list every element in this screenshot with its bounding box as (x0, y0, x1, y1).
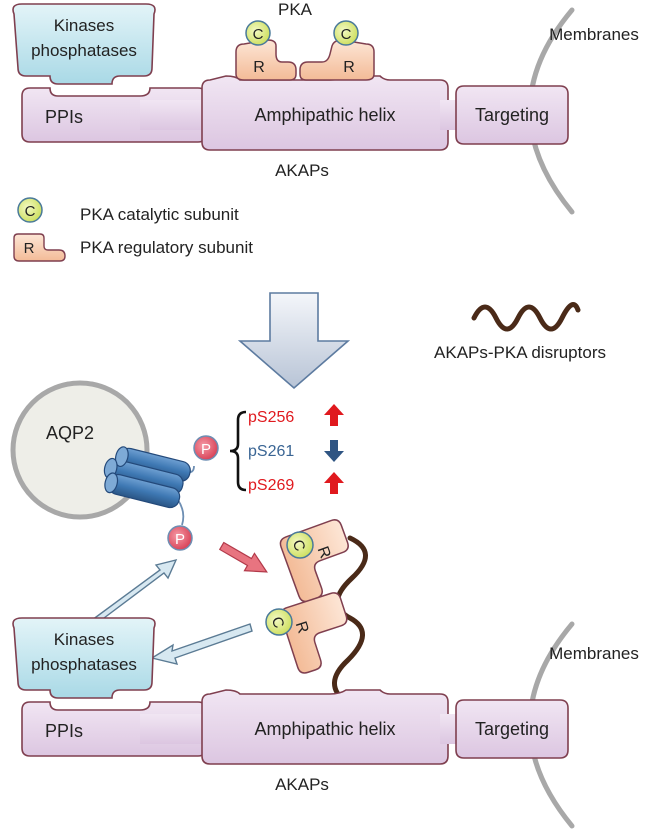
targeting-label-top: Targeting (475, 105, 549, 125)
arrow-down-icon (324, 440, 344, 462)
pka-r-letter-right: R (343, 59, 355, 76)
pka-regulatory-bound-1 (279, 519, 349, 603)
akap-scaffold-bottom (21, 689, 569, 765)
pka-r-bound-letter-1: R (314, 544, 334, 561)
pka-catalytic-right: C (333, 20, 359, 46)
pka-c-letter-right: C (341, 26, 352, 43)
legend-catalytic-text: PKA catalytic subunit (80, 205, 239, 224)
disruptor-wave-legend (471, 302, 581, 332)
membranes-label-top: Membranes (549, 25, 639, 44)
helix-domain-bottom (201, 689, 449, 765)
disruptor-wave-bound (332, 535, 368, 705)
arrow-up-icon (324, 472, 344, 494)
ppis-label-bottom: PPIs (45, 721, 83, 741)
helix-label-top: Amphipathic helix (254, 105, 395, 125)
sites-bracket (229, 410, 247, 492)
pka-c-letter-left: C (253, 26, 264, 43)
kinases-text-top-1: Kinases (54, 16, 114, 35)
phospho-site-label: pS261 (248, 443, 294, 460)
helix-label-bottom: Amphipathic helix (254, 719, 395, 739)
targeting-domain-top (455, 85, 569, 145)
disruptors-label: AKAPs-PKA disruptors (434, 343, 606, 362)
legend-r-letter: R (24, 240, 35, 257)
akap-to-kinases-arrow (150, 623, 253, 665)
pka-r-letter-left: R (253, 59, 265, 76)
legend: C PKA catalytic subunit R PKA regulatory… (13, 197, 253, 262)
kinases-text-bottom-1: Kinases (54, 630, 114, 649)
kinases-box-top (12, 3, 156, 85)
pka-regulatory-bound-2 (280, 592, 348, 674)
legend-c-swatch: C (17, 197, 43, 223)
arrow-up-icon (324, 404, 344, 426)
ppis-label-top: PPIs (45, 107, 83, 127)
kinases-text-bottom-2: phosphatases (31, 655, 137, 674)
transition-arrow (237, 292, 351, 390)
aqp2-group: AQP2 P P (10, 380, 247, 551)
aqp2-label: AQP2 (46, 423, 94, 443)
pka-catalytic-left: C (245, 20, 271, 46)
membranes-label-bottom: Membranes (549, 644, 639, 663)
legend-c-letter: C (25, 203, 36, 220)
pka-disrupted: R R C C (265, 519, 368, 705)
phospho-top: P (193, 435, 219, 461)
pka-regulatory-left: R (235, 39, 297, 81)
kinases-to-aqp2-arrow (90, 558, 178, 625)
akaps-label-bottom: AKAPs (275, 775, 329, 794)
pka-catalytic-bound-2: C (265, 608, 293, 636)
legend-r-swatch: R (13, 233, 66, 262)
phospho-site-label: pS269 (248, 477, 294, 494)
pka-catalytic-bound-1: C (286, 531, 314, 559)
phospho-site-label: pS256 (248, 409, 294, 426)
bottom-panel: Membranes Kinases phosphatases PPIs Amph… (12, 617, 639, 829)
akap-scaffold-top (21, 75, 569, 151)
phospho-bottom-letter: P (175, 531, 185, 548)
top-panel: Membranes Kinases phosphatases PPIs Amph… (12, 0, 639, 215)
aqp2-channel (103, 446, 191, 509)
pka-label-top: PKA (278, 0, 313, 19)
kinases-box-bottom (12, 617, 156, 699)
phospho-site-list: pS256 pS261 pS269 (248, 404, 344, 494)
targeting-label-bottom: Targeting (475, 719, 549, 739)
phospho-bottom: P (167, 525, 193, 551)
pka-regulatory-right: R (299, 39, 375, 81)
legend-regulatory-text: PKA regulatory subunit (80, 238, 253, 257)
phospho-top-letter: P (201, 441, 211, 458)
targeting-domain-bottom (455, 699, 569, 759)
pka-to-aqp2-arrow (218, 541, 268, 573)
pka-r-bound-letter-2: R (292, 619, 312, 635)
p-tether-bottom (177, 499, 185, 526)
kinases-text-top-2: phosphatases (31, 41, 137, 60)
akaps-label-top: AKAPs (275, 161, 329, 180)
